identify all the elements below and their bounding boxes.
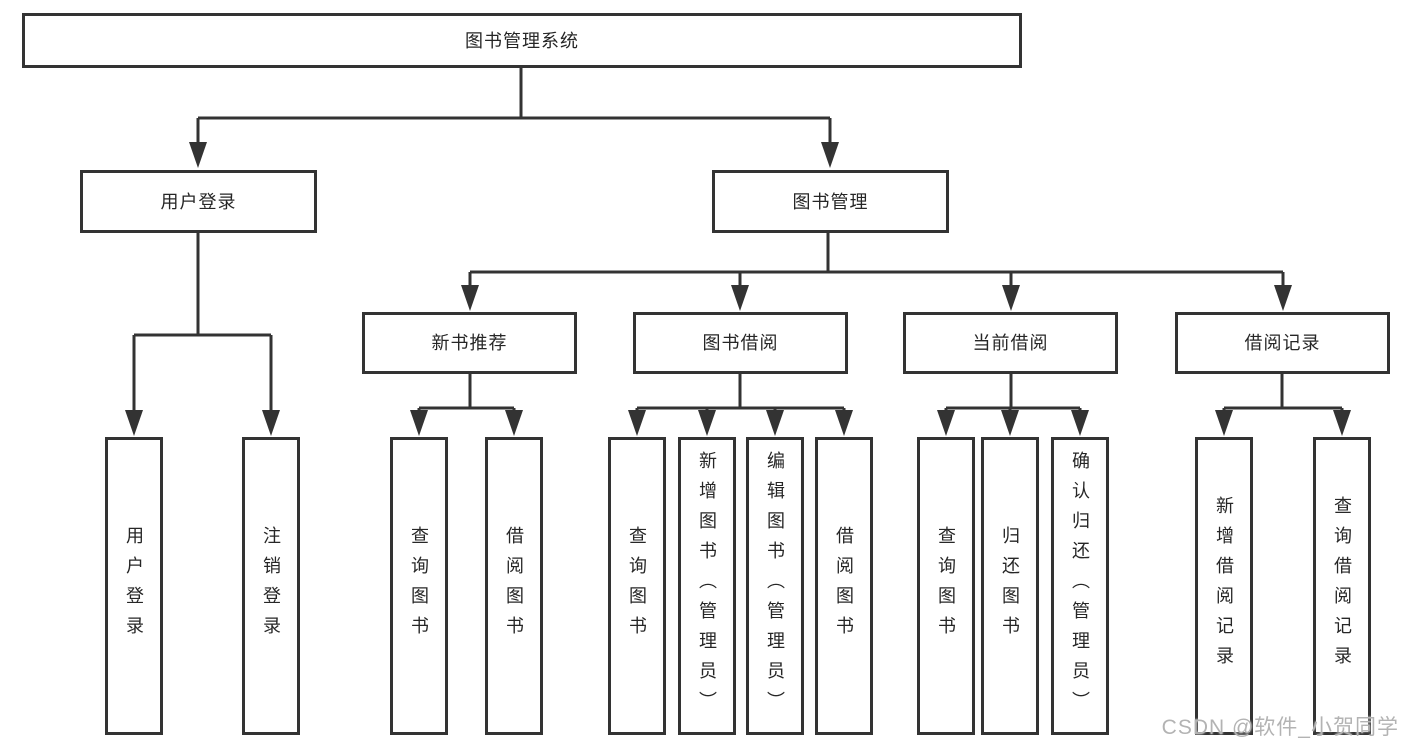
arrowhead-icon bbox=[505, 410, 523, 436]
leaf-user-login: 用户登录 bbox=[105, 437, 163, 735]
leaf-query-books-1: 查询图书 bbox=[390, 437, 448, 735]
leaf-query-books-2: 查询图书 bbox=[608, 437, 666, 735]
leaf-return-books: 归还图书 bbox=[981, 437, 1039, 735]
node-user-login-branch: 用户登录 bbox=[80, 170, 317, 233]
leaf-confirm-return-admin: 确认归还（管理员） bbox=[1051, 437, 1109, 735]
arrowhead-icon bbox=[1001, 410, 1019, 436]
node-new-book-recommend: 新书推荐 bbox=[362, 312, 577, 374]
arrowhead-icon bbox=[1215, 410, 1233, 436]
leaf-borrow-books-1: 借阅图书 bbox=[485, 437, 543, 735]
arrowhead-icon bbox=[937, 410, 955, 436]
arrowhead-icon bbox=[766, 410, 784, 436]
arrowhead-icon bbox=[1002, 285, 1020, 311]
arrowhead-icon bbox=[410, 410, 428, 436]
node-book-borrow: 图书借阅 bbox=[633, 312, 848, 374]
arrowhead-icon bbox=[125, 410, 143, 436]
arrowhead-icon bbox=[1333, 410, 1351, 436]
watermark: CSDN @软件_小贺同学 bbox=[1161, 716, 1399, 739]
leaf-query-books-3: 查询图书 bbox=[917, 437, 975, 735]
leaf-add-books-admin: 新增图书（管理员） bbox=[678, 437, 736, 735]
node-book-management-branch: 图书管理 bbox=[712, 170, 949, 233]
arrowhead-icon bbox=[1071, 410, 1089, 436]
leaf-add-borrow-record: 新增借阅记录 bbox=[1195, 437, 1253, 735]
arrowhead-icon bbox=[821, 142, 839, 168]
node-current-borrow: 当前借阅 bbox=[903, 312, 1118, 374]
leaf-borrow-books-2: 借阅图书 bbox=[815, 437, 873, 735]
leaf-query-borrow-record: 查询借阅记录 bbox=[1313, 437, 1371, 735]
arrowhead-icon bbox=[835, 410, 853, 436]
node-borrow-records: 借阅记录 bbox=[1175, 312, 1390, 374]
arrowhead-icon bbox=[1274, 285, 1292, 311]
arrowhead-icon bbox=[731, 285, 749, 311]
leaf-edit-books-admin: 编辑图书（管理员） bbox=[746, 437, 804, 735]
leaf-logout: 注销登录 bbox=[242, 437, 300, 735]
arrowhead-icon bbox=[262, 410, 280, 436]
arrowhead-icon bbox=[461, 285, 479, 311]
arrowhead-icon bbox=[698, 410, 716, 436]
node-root-system: 图书管理系统 bbox=[22, 13, 1022, 68]
arrowhead-icon bbox=[189, 142, 207, 168]
arrowhead-icon bbox=[628, 410, 646, 436]
